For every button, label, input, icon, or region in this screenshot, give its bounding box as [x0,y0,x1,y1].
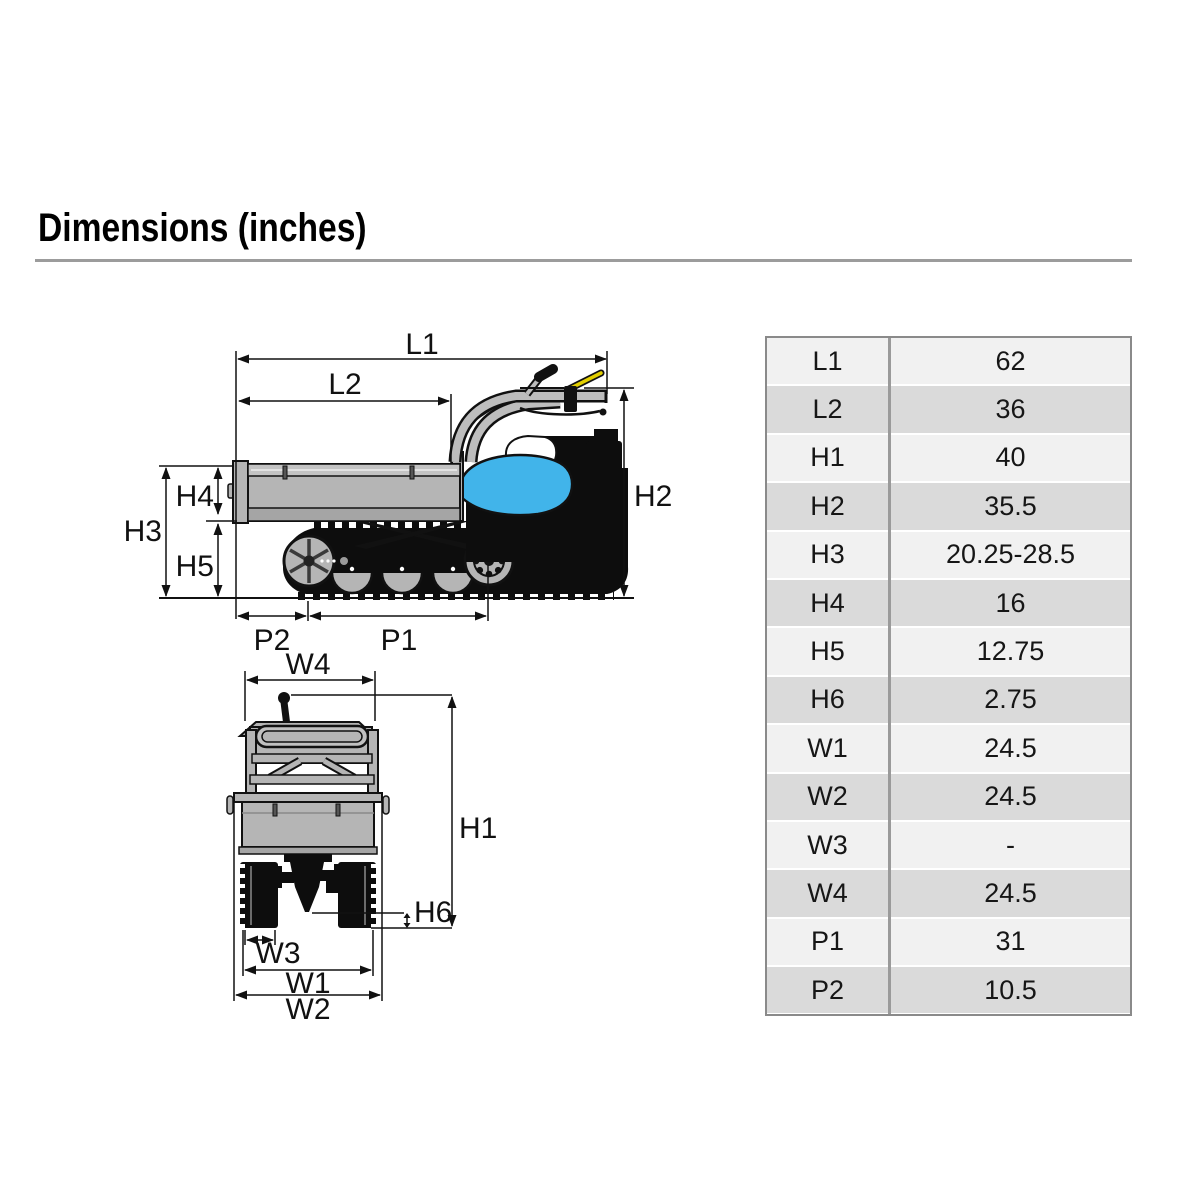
dimension-label-cell: L2 [812,394,843,425]
label-H6: H6 [414,896,452,929]
label-W3: W3 [256,937,301,970]
title-underline [35,259,1132,262]
dimension-value-cell: 31 [995,926,1026,957]
dimension-label-cell: W1 [807,732,848,763]
rear-view-drawing [226,692,390,928]
dimension-label-cell: L1 [812,345,843,376]
chassis-braces [352,521,478,549]
label-P2: P2 [254,624,291,657]
dimension-value-cell: 20.25-28.5 [945,539,1076,570]
dimension-label-cell: P2 [810,974,845,1005]
dimension-value-cell: 16 [995,587,1026,618]
dimension-label-cell: H4 [810,587,845,618]
dimension-value-cell: 2.75 [984,684,1037,715]
label-W2: W2 [286,993,331,1026]
dimension-label-cell: W4 [807,877,848,908]
label-L2: L2 [328,368,361,401]
label-W1: W1 [286,967,331,1000]
dimension-value-cell: 12.75 [976,636,1045,667]
label-H4: H4 [176,480,214,513]
table-row: W4 24.5 [767,870,1130,917]
label-P1: P1 [381,624,418,657]
table-row: L2 36 [767,386,1130,433]
dimension-label-cell: W3 [807,829,848,860]
label-W4: W4 [286,648,331,681]
table-row: H3 20.25-28.5 [767,531,1130,578]
dimension-value-cell: 24.5 [984,877,1037,908]
cargo-bed-side [227,451,464,524]
dimension-value-cell: 36 [995,394,1026,425]
bed-latch-pin [409,465,415,480]
fuel-tank [457,453,574,517]
dimension-value-cell: 40 [995,442,1026,473]
table-row: P1 31 [767,918,1130,966]
table-row: H6 2.75 [767,676,1130,724]
rear-handle-frame [237,721,379,794]
table-row: H5 12.75 [767,628,1130,675]
clutch-lever-grip [534,364,558,382]
dimension-value-cell: 24.5 [984,732,1037,763]
dimension-label-cell: W2 [807,781,848,812]
table-row: W1 24.5 [767,725,1130,772]
dimension-label-cell: H1 [810,442,845,473]
dimension-value-cell: 62 [995,345,1026,376]
dimension-label-cell: H3 [810,539,845,570]
handlebar-clamp [564,386,577,412]
table-row: W3 - [767,821,1130,869]
dimension-label-cell: H5 [810,636,845,667]
side-view-dimensions [159,351,634,621]
table-row: H2 35.5 [767,483,1130,530]
table-row: P2 10.5 [767,967,1130,1014]
dimension-value-cell: - [1006,829,1015,860]
label-L1: L1 [405,328,438,361]
cargo-bed-rear [226,792,390,855]
table-row: H1 40 [767,434,1130,482]
label-H1: H1 [459,812,497,845]
handlebar [448,364,608,463]
dimensions-table: L1 62 L2 36 H1 40 H2 35.5 H3 20.25-28.5 … [765,336,1132,1016]
rear-view-dimensions [233,671,457,1001]
dimension-value-cell: 35.5 [984,490,1037,521]
dimension-labels: L1 L2 H2 H3 H4 H5 P2 P1 W4 H1 H6 W3 W1 W… [124,328,673,1026]
label-H3: H3 [124,515,162,548]
dimension-value-cell: 24.5 [984,781,1037,812]
dimension-label-cell: P1 [810,926,845,957]
dimension-value-cell: 10.5 [984,974,1037,1005]
rear-axle-gearbox [272,854,344,912]
dimension-label-cell: H2 [810,490,845,521]
control-cable [519,406,601,416]
table-row: H4 16 [767,579,1130,627]
dimension-label-cell: H6 [810,684,845,715]
table-row: W2 24.5 [767,773,1130,820]
bed-latch-pin [282,465,288,480]
side-view-drawing [227,364,629,600]
table-column-divider [888,338,891,1014]
label-H2: H2 [634,480,672,513]
page-title: Dimensions (inches) [38,206,367,250]
rear-tracks [239,862,377,928]
table-row: L1 62 [767,338,1130,385]
label-H5: H5 [176,550,214,583]
